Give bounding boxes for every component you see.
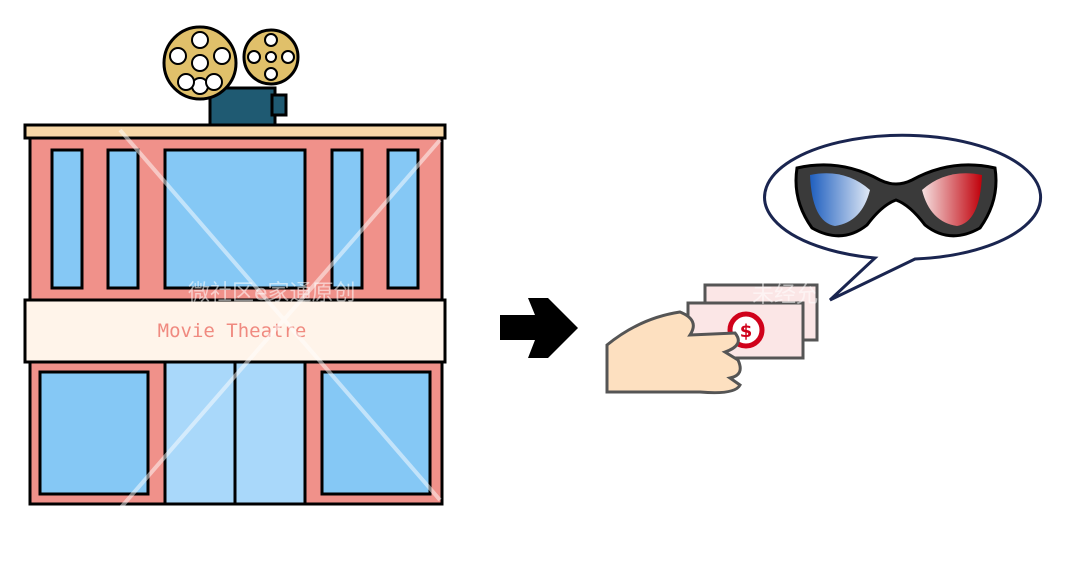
svg-text:微社区e家通原创: 微社区e家通原创 xyxy=(188,281,356,306)
roof xyxy=(23,123,447,140)
lower-windows xyxy=(38,360,432,506)
movie-theatre-building: Movie Theatre xyxy=(23,123,447,506)
hand-paying-money-icon: $ xyxy=(605,283,819,395)
arrow-right-icon xyxy=(500,298,578,358)
svg-text:$: $ xyxy=(740,321,753,342)
movie-projector-icon xyxy=(162,25,300,128)
svg-text:未经允: 未经允 xyxy=(752,283,818,308)
3d-glasses-icon xyxy=(794,163,998,238)
watermark: 微社区e家通原创 未经允 xyxy=(108,128,818,522)
upper-windows xyxy=(50,148,420,290)
theatre-sign: Movie Theatre xyxy=(158,320,307,342)
